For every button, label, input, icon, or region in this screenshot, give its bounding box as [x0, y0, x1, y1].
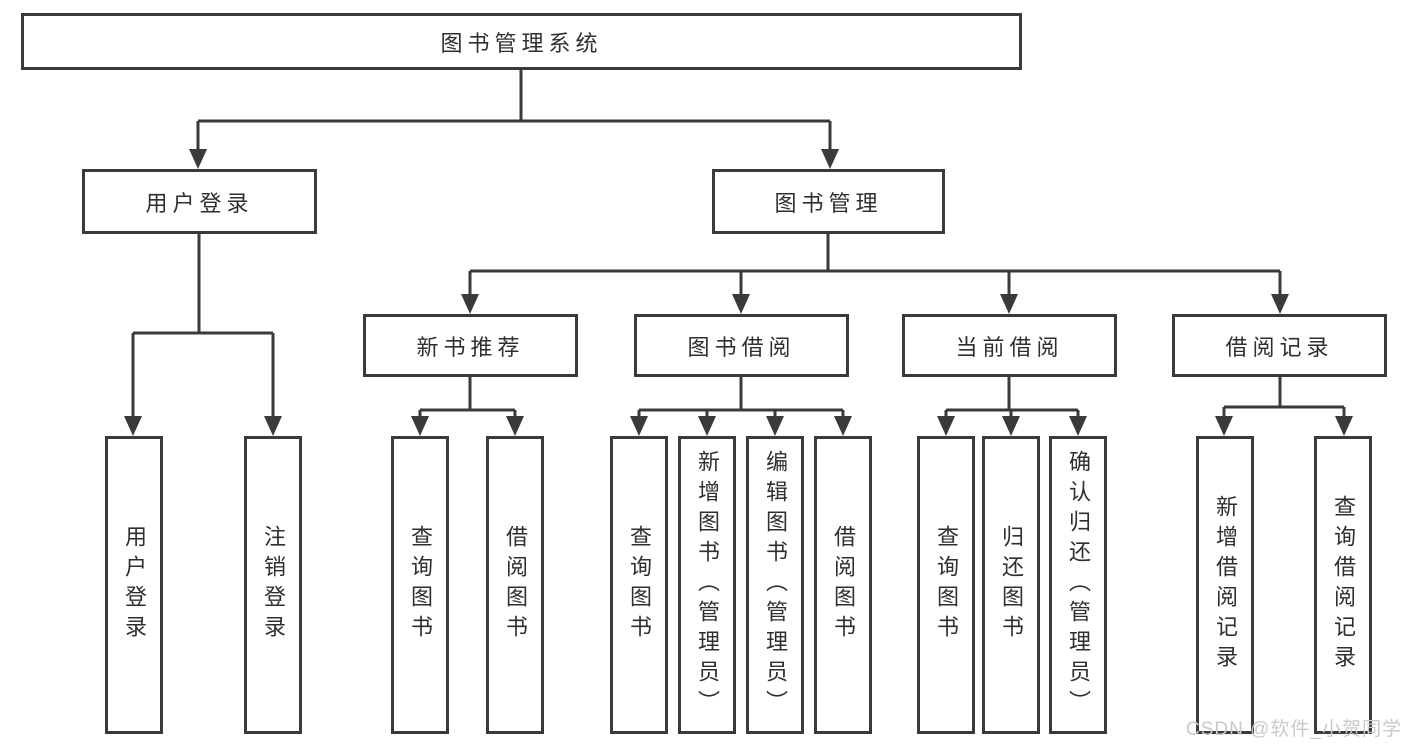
leaf-add-borrow-record: 新增借阅记录	[1196, 436, 1254, 734]
node-book-borrowing: 图书借阅	[634, 314, 849, 377]
arrow-down-icon	[264, 416, 282, 436]
node-user-login-label: 用户登录	[145, 190, 254, 216]
node-library-system: 图书管理系统	[21, 13, 1022, 70]
node-borrow-records-label: 借阅记录	[1225, 334, 1334, 360]
leaf-user-login: 用户登录	[105, 436, 163, 734]
leaf-edit-book-admin: 编辑图书（管理员）	[746, 436, 804, 734]
leaf-add-borrow-record-label: 新增借阅记录	[1213, 495, 1238, 675]
leaf-query-books-1-label: 查询图书	[408, 525, 433, 645]
leaf-add-book-admin: 新增图书（管理员）	[678, 436, 736, 734]
leaf-query-books-1: 查询图书	[391, 436, 449, 734]
leaf-borrow-books-2: 借阅图书	[814, 436, 872, 734]
leaf-query-books-2: 查询图书	[610, 436, 668, 734]
leaf-borrow-books-2-label: 借阅图书	[831, 525, 856, 645]
arrow-down-icon	[698, 416, 716, 436]
node-current-borrowing-label: 当前借阅	[955, 334, 1064, 360]
leaf-confirm-return-admin-label: 确认归还（管理员）	[1066, 450, 1091, 720]
leaf-query-borrow-record-label: 查询借阅记录	[1331, 495, 1356, 675]
node-current-borrowing: 当前借阅	[902, 314, 1117, 377]
leaf-user-login-label: 用户登录	[122, 525, 147, 645]
arrow-down-icon	[732, 294, 750, 314]
arrow-down-icon	[1002, 416, 1020, 436]
node-library-system-label: 图书管理系统	[440, 30, 603, 56]
arrow-down-icon	[821, 149, 839, 169]
arrow-down-icon	[1000, 294, 1018, 314]
leaf-confirm-return-admin: 确认归还（管理员）	[1049, 436, 1107, 734]
leaf-query-borrow-record: 查询借阅记录	[1314, 436, 1372, 734]
leaf-add-book-admin-label: 新增图书（管理员）	[695, 450, 720, 720]
leaf-borrow-books-1-label: 借阅图书	[503, 525, 528, 645]
arrow-down-icon	[630, 416, 648, 436]
arrowheads	[124, 149, 1353, 436]
node-book-management: 图书管理	[712, 169, 945, 234]
leaf-edit-book-admin-label: 编辑图书（管理员）	[763, 450, 788, 720]
leaf-return-book-label: 归还图书	[999, 525, 1024, 645]
arrow-down-icon	[834, 416, 852, 436]
watermark: CSDN @软件_小贺同学	[1186, 719, 1402, 740]
arrow-down-icon	[766, 416, 784, 436]
arrow-down-icon	[506, 416, 524, 436]
arrow-down-icon	[1271, 294, 1289, 314]
arrow-down-icon	[937, 416, 955, 436]
connector-wires	[131, 70, 1346, 418]
arrow-down-icon	[461, 294, 479, 314]
arrow-down-icon	[411, 416, 429, 436]
node-new-book-recommend-label: 新书推荐	[416, 334, 525, 360]
node-borrow-records: 借阅记录	[1172, 314, 1387, 377]
leaf-query-books-2-label: 查询图书	[627, 525, 652, 645]
leaf-logout-login-label: 注销登录	[261, 525, 286, 645]
leaf-query-books-3: 查询图书	[917, 436, 975, 734]
leaf-return-book: 归还图书	[982, 436, 1040, 734]
node-book-management-label: 图书管理	[774, 190, 883, 216]
arrow-down-icon	[124, 416, 142, 436]
arrow-down-icon	[189, 149, 207, 169]
arrow-down-icon	[1215, 416, 1233, 436]
node-user-login: 用户登录	[82, 169, 317, 234]
leaf-query-books-3-label: 查询图书	[934, 525, 959, 645]
leaf-borrow-books-1: 借阅图书	[486, 436, 544, 734]
leaf-logout-login: 注销登录	[244, 436, 302, 734]
node-new-book-recommend: 新书推荐	[363, 314, 578, 377]
arrow-down-icon	[1335, 416, 1353, 436]
node-book-borrowing-label: 图书借阅	[687, 334, 796, 360]
arrow-down-icon	[1069, 416, 1087, 436]
